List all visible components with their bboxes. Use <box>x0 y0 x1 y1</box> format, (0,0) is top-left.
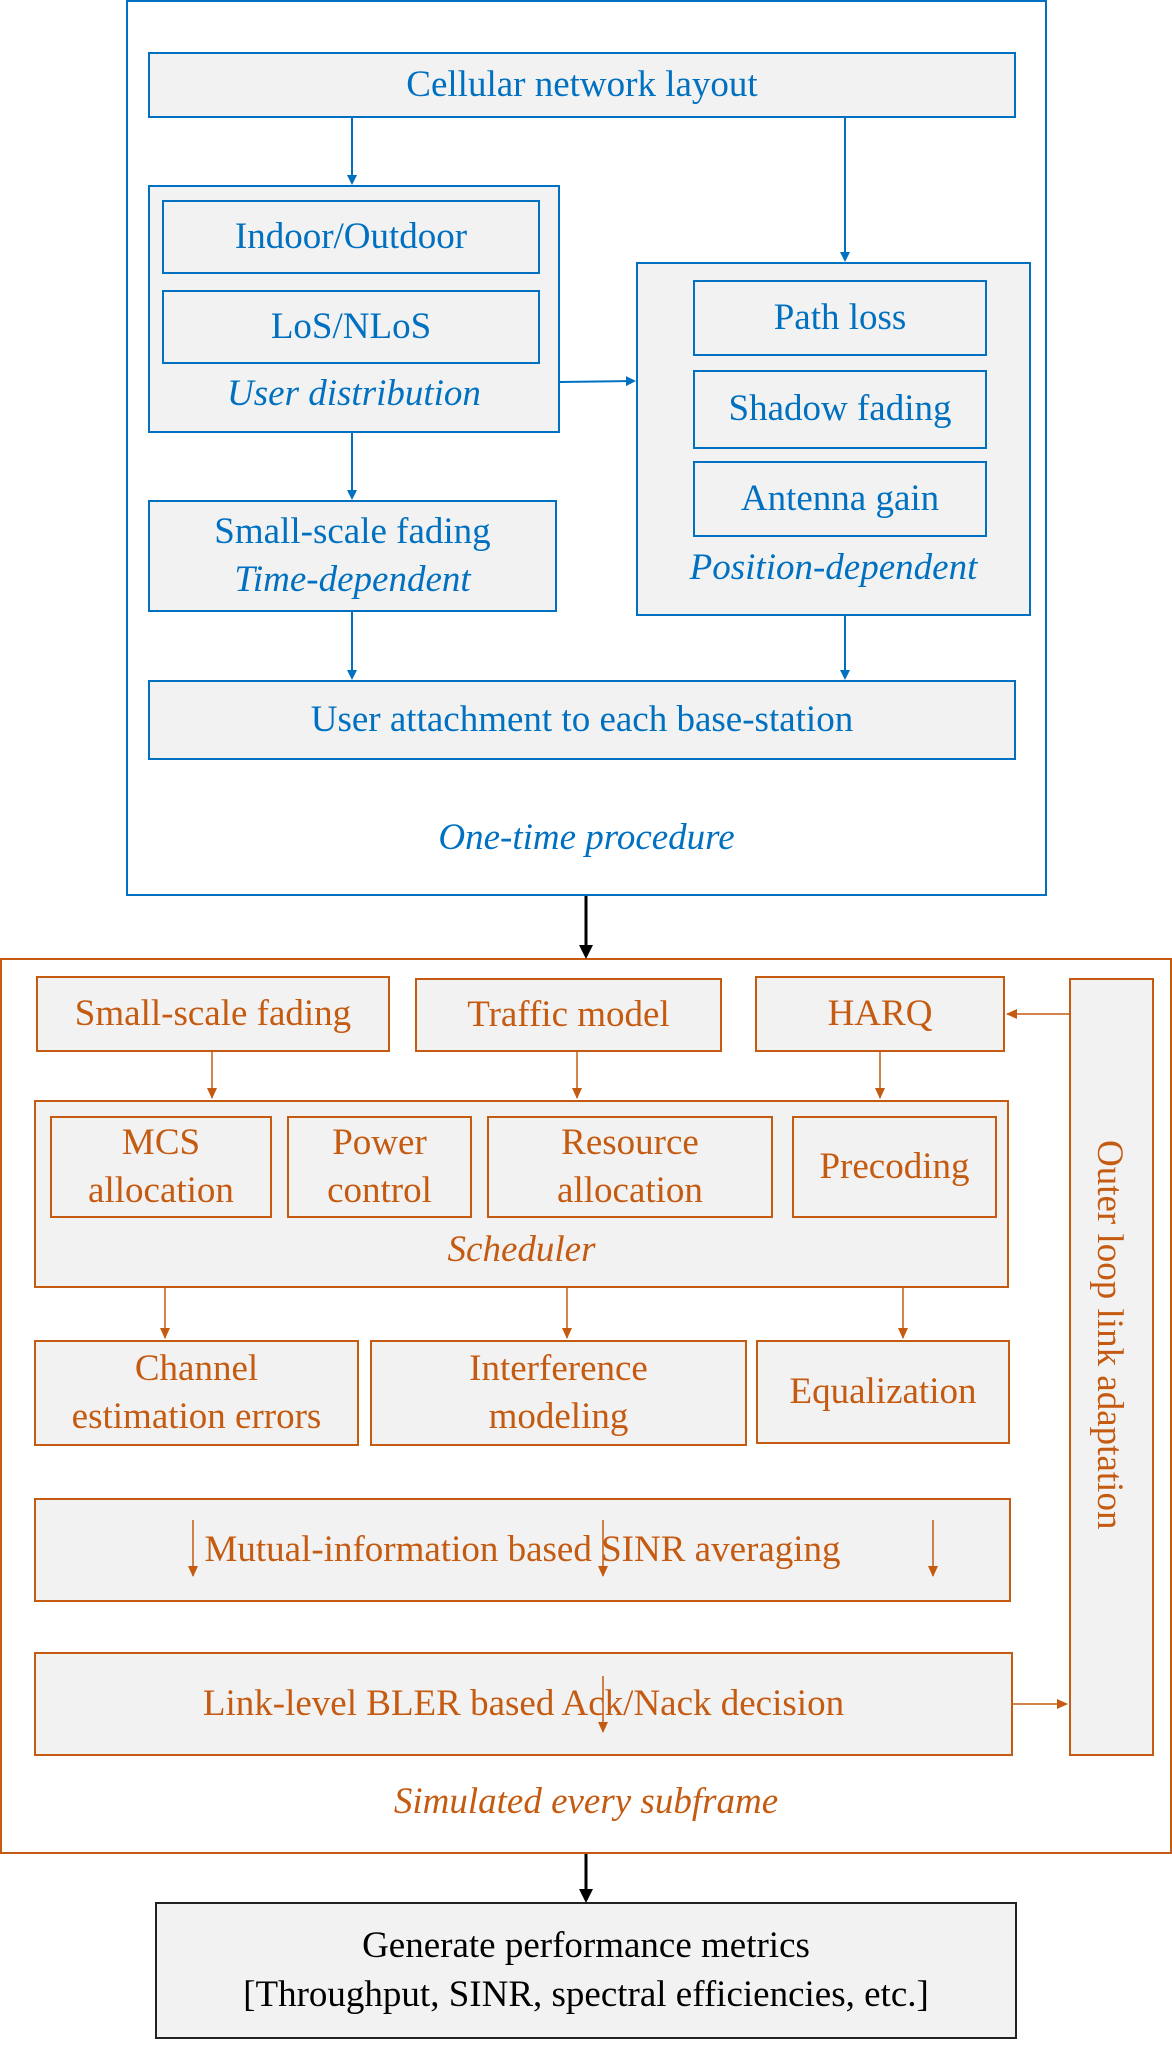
scheduler-caption-text: Scheduler <box>447 1229 596 1270</box>
mutual-information-box: Mutual-information based SINR averaging <box>34 1498 1011 1602</box>
outer-loop-link-adaptation-label: Outer loop link adaptation <box>1088 1140 1131 1529</box>
harq-box: HARQ <box>755 976 1005 1052</box>
user-attachment-label: User attachment to each base-station <box>310 698 854 740</box>
every-subframe-caption: Simulated every subframe <box>0 1780 1172 1823</box>
bler-ack-nack-box: Link-level BLER based Ack/Nack decision <box>34 1652 1013 1756</box>
equalization-label: Equalization <box>789 1370 977 1412</box>
interference-modeling-box: Interference modeling <box>370 1340 747 1446</box>
resource-label-line1: Resource <box>561 1121 699 1163</box>
resource-label-line2: allocation <box>557 1170 703 1211</box>
equalization-box: Equalization <box>756 1340 1010 1444</box>
channel-label-line1: Channel <box>134 1347 259 1389</box>
mcs-label-line1: MCS <box>121 1121 201 1163</box>
antenna-gain-label: Antenna gain <box>740 477 940 519</box>
performance-metrics-box: Generate performance metrics [Throughput… <box>155 1902 1017 2039</box>
cellular-network-layout-box: Cellular network layout <box>148 52 1016 118</box>
resource-allocation-box: Resource allocation <box>487 1116 773 1218</box>
shadow-fading-label: Shadow fading <box>728 388 952 430</box>
user-distribution-caption: User distribution <box>148 372 560 415</box>
time-dependent-label: Time-dependent <box>234 559 471 600</box>
power-label-line2: control <box>327 1170 432 1211</box>
small-scale-fading-title: Small-scale fading <box>214 510 491 552</box>
one-time-procedure-caption: One-time procedure <box>126 816 1047 859</box>
bler-ack-nack-label: Link-level BLER based Ack/Nack decision <box>202 1682 845 1724</box>
antenna-gain-box: Antenna gain <box>693 461 987 537</box>
harq-label: HARQ <box>827 992 933 1034</box>
indoor-outdoor-label: Indoor/Outdoor <box>234 215 468 257</box>
scheduler-caption: Scheduler <box>34 1228 1009 1271</box>
user-attachment-box: User attachment to each base-station <box>148 680 1016 760</box>
traffic-model-box: Traffic model <box>415 978 722 1052</box>
mcs-allocation-box: MCS allocation <box>50 1116 272 1218</box>
mcs-label-line2: allocation <box>88 1170 234 1211</box>
indoor-outdoor-box: Indoor/Outdoor <box>162 200 540 274</box>
performance-metrics-line1: Generate performance metrics <box>362 1925 810 1967</box>
los-nlos-label: LoS/NLoS <box>270 305 432 347</box>
interference-label-line2: modeling <box>488 1396 629 1437</box>
power-control-box: Power control <box>287 1116 472 1218</box>
position-dependent-caption-text: Position-dependent <box>689 547 978 588</box>
performance-metrics-line2: [Throughput, SINR, spectral efficiencies… <box>243 1973 929 2015</box>
los-nlos-box: LoS/NLoS <box>162 290 540 364</box>
position-dependent-caption: Position-dependent <box>636 546 1031 589</box>
precoding-label: Precoding <box>819 1145 970 1187</box>
channel-label-line2: estimation errors <box>71 1396 322 1437</box>
cellular-network-layout-label: Cellular network layout <box>406 63 758 105</box>
precoding-box: Precoding <box>792 1116 997 1218</box>
channel-estimation-box: Channel estimation errors <box>34 1340 359 1446</box>
user-distribution-caption-text: User distribution <box>227 373 481 414</box>
outer-loop-link-adaptation-box <box>1069 978 1154 1756</box>
every-subframe-caption-text: Simulated every subframe <box>393 1781 779 1822</box>
small-scale-fading-time-box: Small-scale fading Time-dependent <box>148 500 557 612</box>
small-scale-fading-label: Small-scale fading <box>74 992 352 1034</box>
mutual-information-label: Mutual-information based SINR averaging <box>204 1528 841 1570</box>
traffic-model-label: Traffic model <box>467 993 670 1035</box>
shadow-fading-box: Shadow fading <box>693 370 987 449</box>
outer-loop-link-adaptation-text: Outer loop link adaptation <box>1089 1140 1130 1530</box>
small-scale-fading-box: Small-scale fading <box>36 976 390 1052</box>
one-time-procedure-caption-text: One-time procedure <box>438 817 735 858</box>
interference-label-line1: Interference <box>469 1347 648 1389</box>
path-loss-box: Path loss <box>693 280 987 356</box>
power-label-line1: Power <box>332 1121 427 1163</box>
path-loss-label: Path loss <box>773 296 907 338</box>
